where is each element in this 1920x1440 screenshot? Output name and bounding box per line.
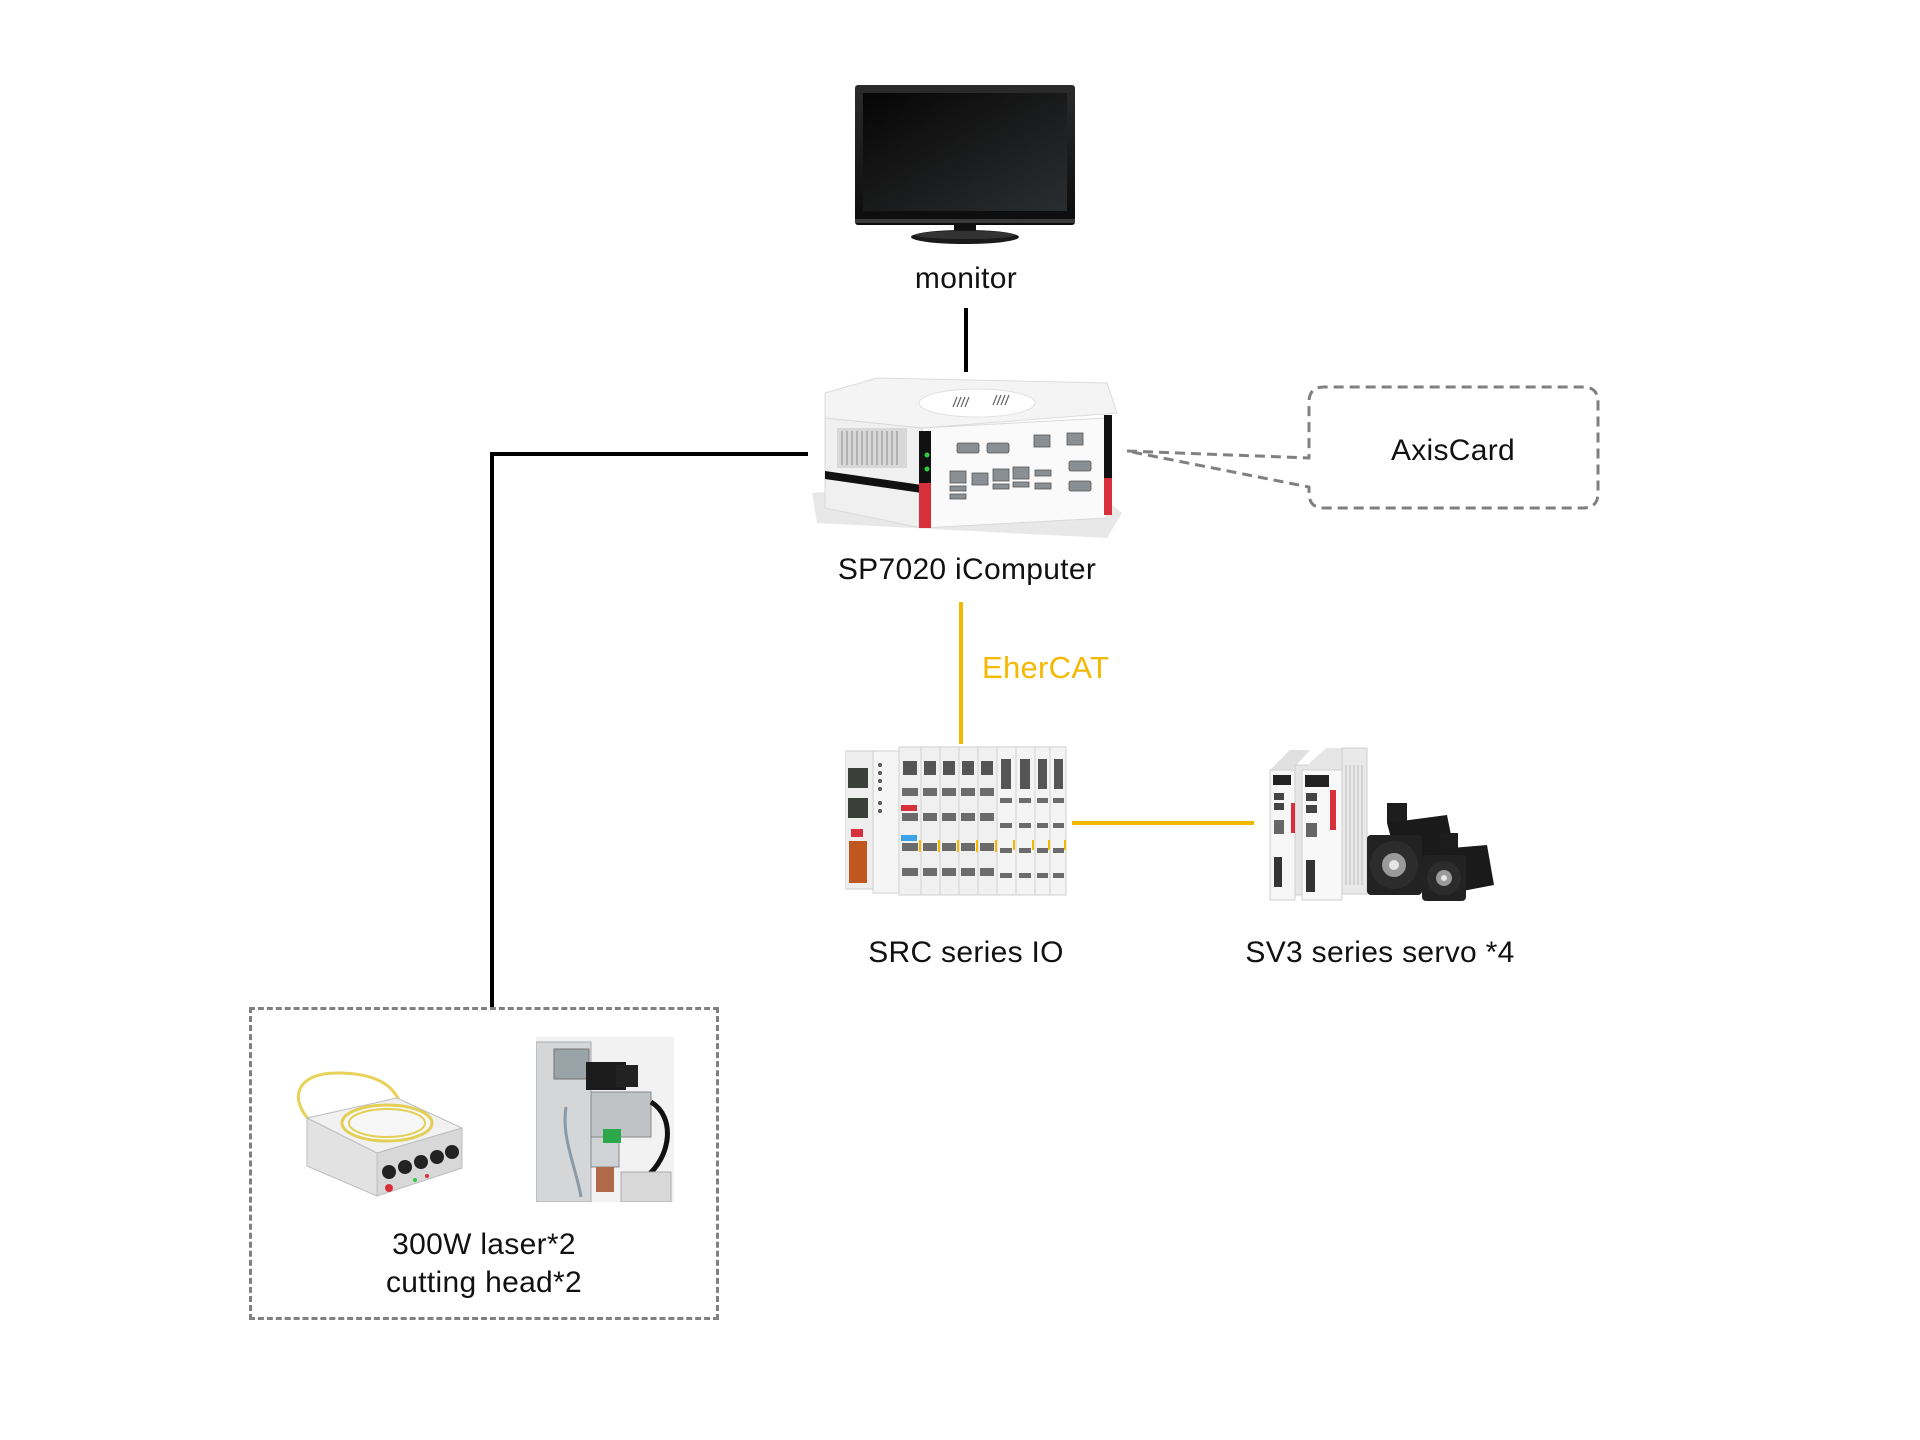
fiber-laser-icon	[296, 1071, 464, 1197]
io-module-icon	[845, 746, 1067, 896]
io-node[interactable]	[845, 743, 1067, 899]
monitor-to-computer-wire	[964, 308, 968, 372]
monitor-node[interactable]	[855, 85, 1075, 247]
io-label: SRC series IO	[868, 936, 1064, 969]
cutting-head-node	[536, 1037, 674, 1202]
industrial-pc-icon	[812, 377, 1122, 538]
axiscard-callout[interactable]	[1120, 380, 1610, 520]
laser-label-line1: 300W laser*2	[392, 1228, 576, 1261]
cutting-head-icon	[536, 1037, 674, 1202]
axiscard-label: AxisCard	[1390, 434, 1516, 467]
servo-drive-motor-icon	[1269, 747, 1494, 901]
laser-node	[287, 1068, 465, 1198]
ethercat-wire-horizontal	[1072, 821, 1254, 825]
ethercat-label: EherCAT	[982, 650, 1110, 685]
callout-bubble	[1125, 385, 1600, 510]
icomputer-label: SP7020 iComputer	[837, 553, 1097, 586]
monitor-label: monitor	[914, 262, 1018, 295]
computer-to-laser-wire-vertical	[490, 452, 494, 1008]
monitor-icon	[855, 85, 1075, 244]
servo-node[interactable]	[1262, 745, 1497, 907]
computer-to-laser-wire-horizontal	[490, 452, 808, 456]
laser-label-line2: cutting head*2	[385, 1266, 583, 1299]
laser-group-box[interactable]	[249, 1007, 719, 1320]
icomputer-node[interactable]	[807, 373, 1127, 538]
ethercat-wire-vertical	[959, 602, 963, 744]
servo-label: SV3 series servo *4	[1245, 936, 1515, 969]
